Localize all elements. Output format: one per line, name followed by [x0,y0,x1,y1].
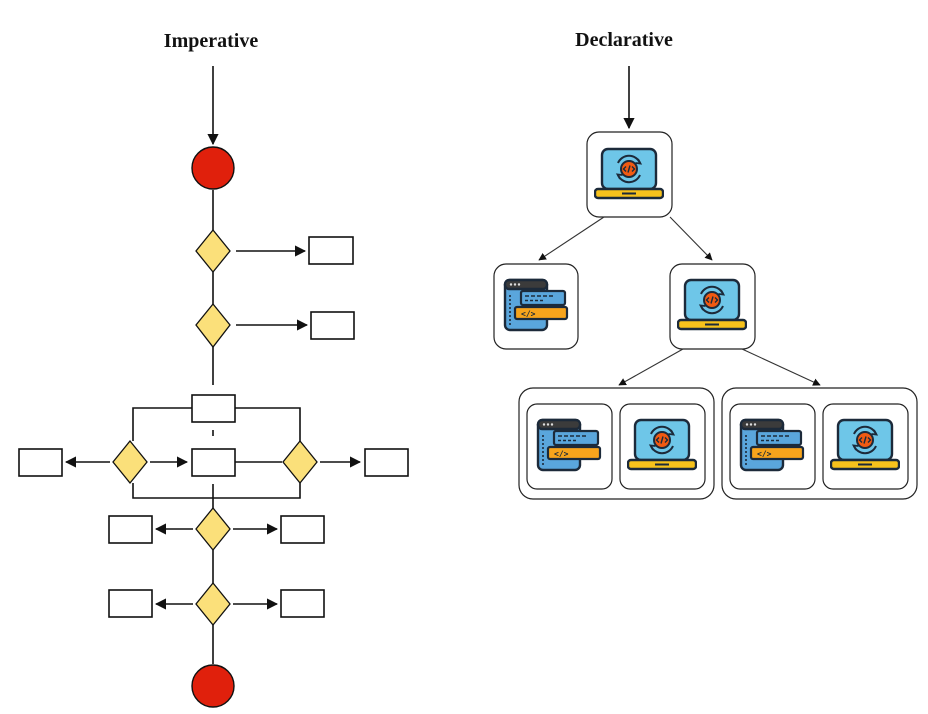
decision-node [195,506,231,552]
process-box [280,515,325,544]
process-box [18,448,63,477]
decision-node [195,228,231,274]
process-box [191,448,236,477]
laptop-code-icon [594,147,664,200]
process-box [280,589,325,618]
tree-edge [618,348,684,386]
tree-edge [741,348,821,386]
laptop-code-icon [677,278,747,331]
process-box [364,448,409,477]
laptop-code-icon [627,418,697,471]
process-box [108,515,153,544]
imperative-title: Imperative [164,30,259,52]
process-box [308,236,354,265]
decision-node [195,581,231,627]
decision-node [282,439,318,485]
declarative-title: Declarative [575,29,673,51]
process-box [310,311,355,340]
process-box [191,394,236,423]
loop-connector [132,407,192,441]
process-box [108,589,153,618]
declarative-tree: Declarative [493,29,918,500]
decision-node [195,302,231,349]
imperative-flowchart: Imperative [18,30,409,708]
laptop-code-icon [830,418,900,471]
decision-node [112,439,148,485]
tree-edge [669,216,713,261]
loop-connector [235,407,301,441]
start-node [191,146,235,190]
tree-edge [538,216,605,261]
loop-connector [132,483,301,499]
end-node [191,664,235,708]
